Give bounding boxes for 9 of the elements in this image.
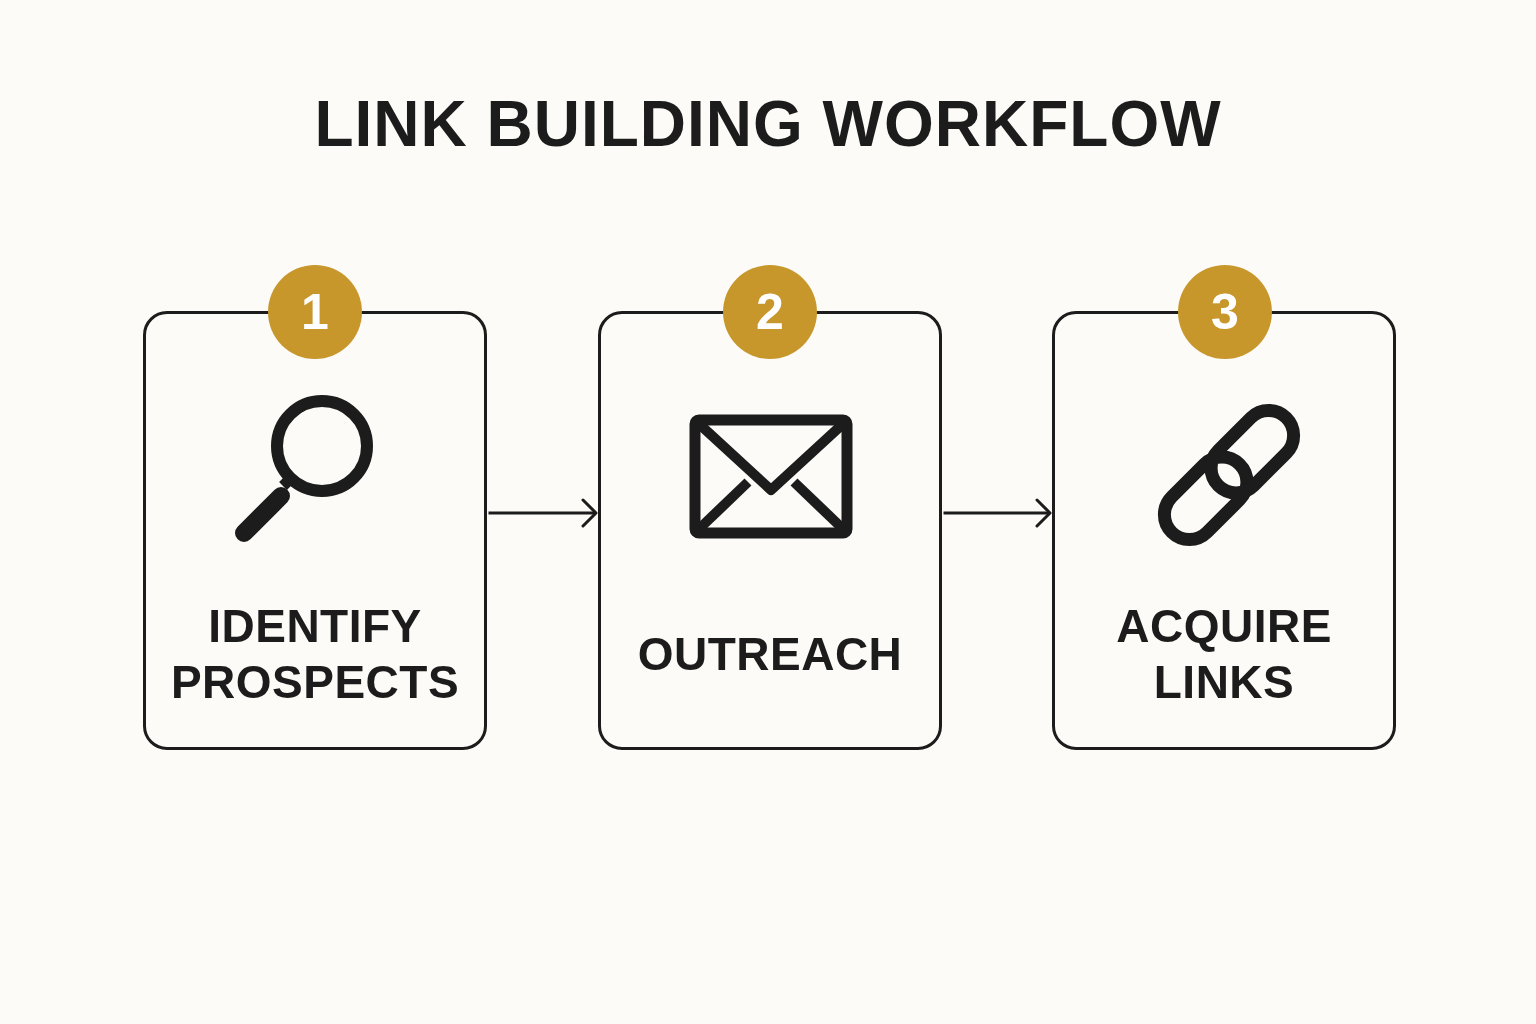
step-label: IDENTIFY PROSPECTS [169,599,461,710]
title: LINK BUILDING WORKFLOW [314,87,1222,162]
step-number-badge: 2 [723,265,817,359]
arrow [488,498,598,528]
step-label: OUTREACH [637,627,903,682]
step-number-badge: 1 [268,265,362,359]
arrow [943,498,1052,528]
step-label: ACQUIRE LINKS [1115,599,1333,710]
step-number-badge: 3 [1178,265,1272,359]
